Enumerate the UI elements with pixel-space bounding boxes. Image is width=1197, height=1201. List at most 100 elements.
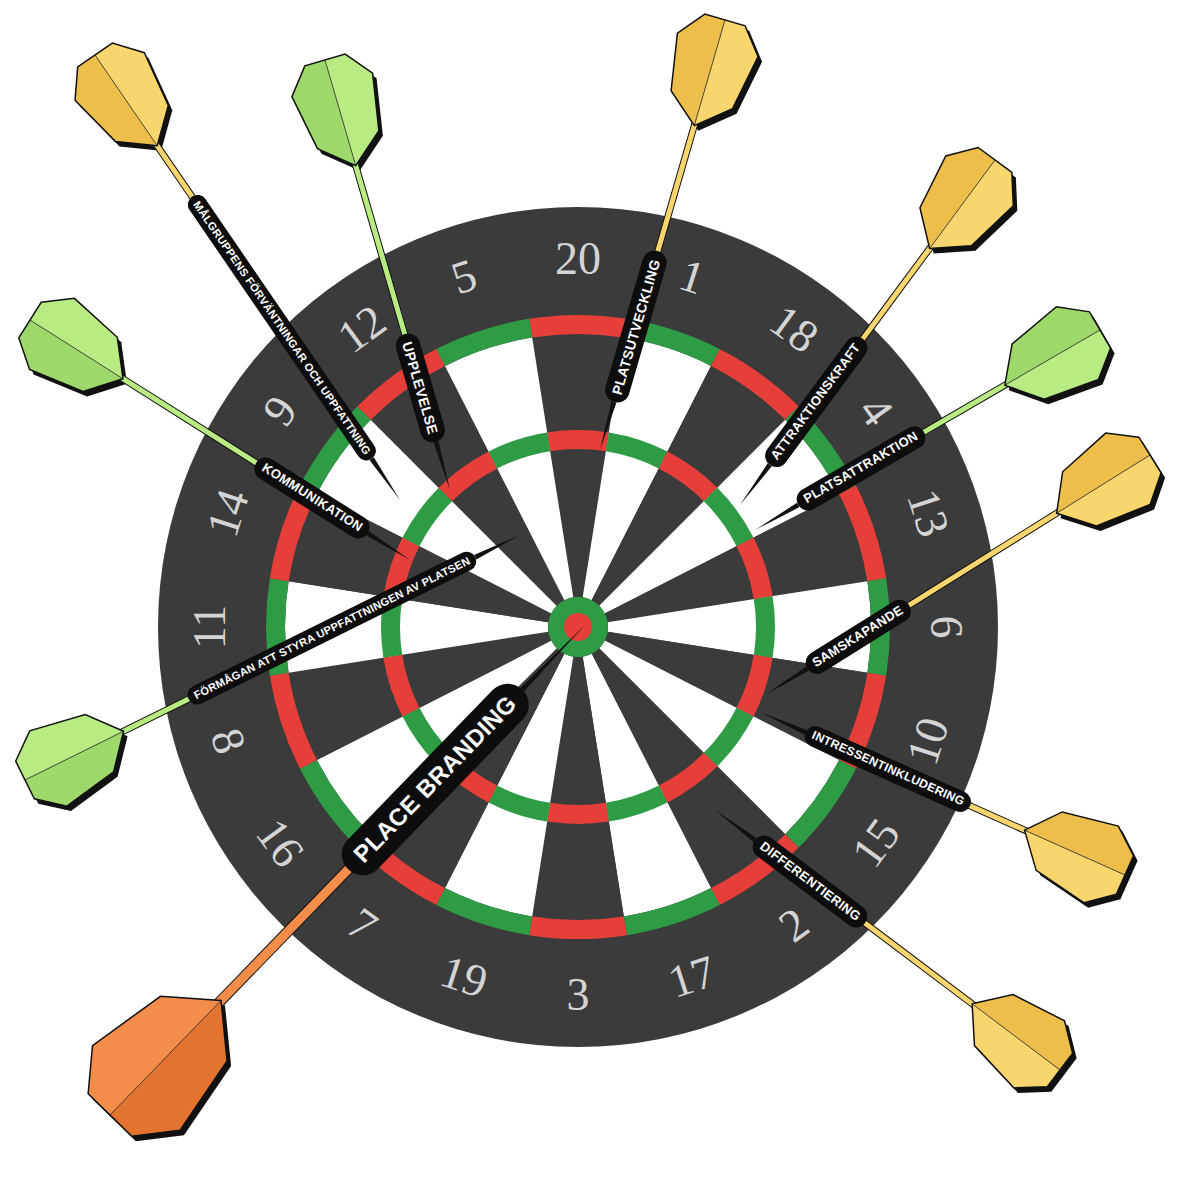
flight-outline (285, 48, 396, 177)
flight-spine (95, 55, 157, 146)
dart-flight (984, 294, 1121, 422)
dart-flight (8, 284, 146, 414)
flight-outline (1034, 419, 1172, 548)
treble-segment (606, 786, 668, 822)
flight-spine (325, 60, 356, 166)
flight-outline (60, 31, 191, 169)
dart-flight (60, 31, 191, 169)
flight-spine (972, 1004, 1060, 1070)
dart-point (434, 441, 453, 490)
flight-shade (285, 60, 356, 177)
bullseye (564, 613, 592, 641)
dart-point (738, 463, 772, 506)
dart-body (743, 419, 1172, 730)
flight-spine (1025, 830, 1125, 875)
dart-flight (1034, 419, 1172, 548)
treble-segment (737, 655, 773, 717)
single-segment-ring (285, 334, 871, 920)
double-segment (529, 916, 627, 939)
treble-segment (754, 596, 775, 658)
dart-point (521, 623, 587, 691)
dart-point (474, 533, 521, 560)
dart (706, 135, 1033, 530)
flight-shade (1025, 792, 1143, 875)
dart (66, 583, 628, 1163)
double-segment (270, 673, 317, 769)
flight-spine (110, 1000, 221, 1115)
treble-segment (547, 430, 609, 451)
board-number: 20 (555, 236, 601, 282)
dart (8, 284, 433, 595)
dart-shaft (119, 695, 194, 736)
flight-outline (8, 284, 146, 414)
dart-flight (947, 970, 1085, 1103)
flight-shade (8, 320, 123, 414)
flight-outline (896, 135, 1029, 273)
dart-body (690, 776, 1086, 1103)
dart-flight (896, 135, 1029, 273)
dart-body (734, 294, 1121, 567)
flight-outline (654, 8, 765, 137)
dart-point (598, 401, 617, 450)
dart-point (764, 666, 809, 697)
treble-segment (402, 488, 452, 546)
treble-segment (737, 538, 773, 600)
dart-body (8, 284, 433, 595)
dart-point (754, 503, 800, 532)
double-segment (624, 888, 720, 935)
dart-flight (6, 694, 142, 818)
darts (6, 8, 1176, 1162)
double-segment (529, 315, 627, 338)
dart-shaft (152, 141, 196, 202)
double-segment (785, 760, 856, 848)
dart-body (560, 8, 766, 461)
dart-body (60, 31, 434, 523)
double-segment (839, 485, 886, 581)
dart-body (285, 48, 491, 501)
dart-point (759, 710, 807, 735)
flight-shade (25, 731, 142, 817)
dart-point (366, 531, 411, 562)
board-number: 11 (187, 605, 233, 649)
flight-outline (984, 294, 1121, 422)
treble-segment (383, 655, 419, 717)
dart-point (370, 457, 402, 501)
treble-segment (489, 786, 551, 822)
dart (560, 8, 770, 461)
board-number: 3 (567, 972, 590, 1018)
flight-shade (60, 55, 157, 169)
dart (743, 419, 1176, 730)
double-segment (436, 319, 532, 366)
dart (285, 48, 491, 501)
treble-segment (489, 432, 551, 468)
dart-shaft (919, 381, 1010, 437)
flight-outline (66, 958, 264, 1157)
dart-flight (654, 8, 765, 137)
double-segment (711, 349, 799, 420)
flight-shade (1034, 419, 1150, 513)
treble-segment (704, 708, 754, 766)
double-segment (436, 888, 532, 935)
dart-point (713, 808, 756, 842)
outer-bull (548, 597, 608, 657)
flight-shade (110, 1000, 265, 1157)
dart-barrel (333, 675, 537, 884)
dart-flight (1007, 792, 1142, 914)
dart-barrel (250, 453, 374, 543)
flight-outline (1007, 792, 1142, 914)
flight-spine (694, 20, 725, 126)
treble-segment (606, 432, 668, 468)
treble-segment (547, 803, 609, 824)
dart-body (66, 583, 628, 1158)
dart-barrel (393, 331, 448, 446)
flight-outline (6, 694, 142, 818)
dart (690, 776, 1090, 1108)
dart-shaft (654, 121, 698, 256)
flight-shade (654, 8, 725, 125)
dart-shaft (118, 374, 261, 467)
flight-outline (947, 970, 1085, 1103)
double-segment-ring (266, 315, 890, 939)
treble-segment (659, 451, 717, 501)
dart-shaft (965, 801, 1029, 834)
